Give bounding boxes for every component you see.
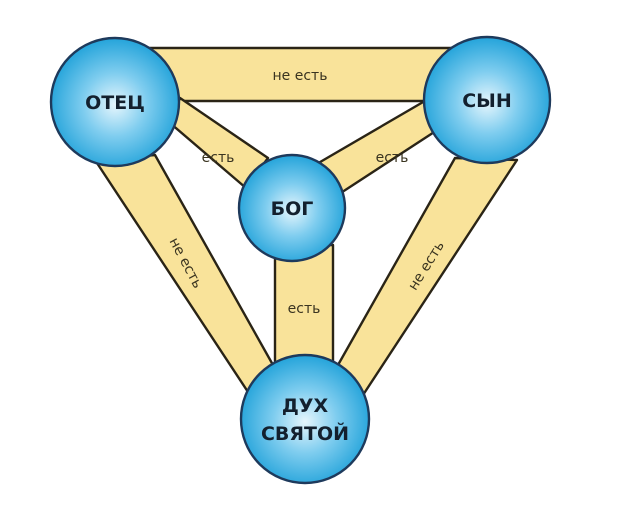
edge-label-father-son: не есть — [273, 68, 328, 84]
node-son: СЫН — [422, 35, 552, 165]
node-father-circle — [49, 36, 181, 168]
node-son-label: СЫН — [462, 90, 512, 112]
edge-label-god-spirit: есть — [288, 301, 321, 317]
node-father: ОТЕЦ — [49, 36, 181, 168]
node-holy-spirit-circle — [239, 353, 371, 485]
node-god-circle — [237, 153, 347, 263]
node-holy-spirit: ДУХ СВЯТОЙ — [239, 353, 371, 485]
edge-label-father-god: есть — [202, 150, 235, 166]
node-holy-spirit-label-line2: СВЯТОЙ — [261, 422, 349, 445]
node-god-label: БОГ — [271, 198, 314, 220]
node-son-circle — [422, 35, 552, 165]
node-holy-spirit-label-line1: ДУХ — [282, 395, 329, 417]
node-father-label: ОТЕЦ — [85, 92, 145, 114]
node-god: БОГ — [237, 153, 347, 263]
edge-label-son-god: есть — [376, 150, 409, 166]
